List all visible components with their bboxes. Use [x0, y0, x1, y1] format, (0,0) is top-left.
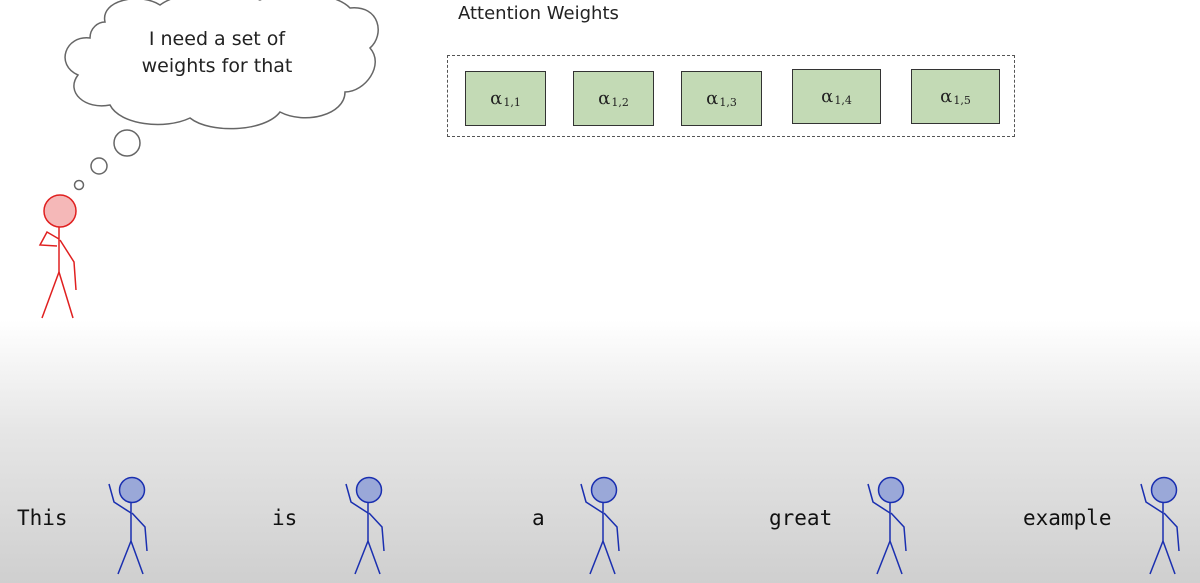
word-figure-head	[1150, 476, 1178, 504]
weight-symbol: α	[598, 88, 611, 109]
word-label-2: is	[272, 506, 298, 530]
word-label-1: This	[17, 506, 68, 530]
weight-symbol: α	[706, 88, 719, 109]
word-figures	[108, 476, 1180, 575]
thought-line-2: weights for that	[141, 55, 293, 77]
weight-subscript: 1,3	[719, 96, 737, 109]
word-figure-head	[877, 476, 905, 504]
weight-symbol: α	[940, 86, 953, 107]
thought-bubble-small	[73, 179, 85, 191]
weight-subscript: 1,2	[611, 96, 629, 109]
weight-subscript: 1,1	[503, 96, 521, 109]
weight-symbol: α	[821, 86, 834, 107]
thought-cloud	[64, 0, 379, 191]
word-figure-1	[108, 476, 148, 575]
thought-bubble-large	[113, 129, 141, 157]
thought-line-1: I need a set of	[148, 28, 286, 50]
word-figure-head	[590, 476, 618, 504]
word-label-5: example	[1023, 506, 1112, 530]
thought-bubble-medium	[90, 157, 108, 175]
word-figure-2	[345, 476, 385, 575]
thought-text: I need a set of weights for that	[118, 26, 316, 80]
word-figure-4	[867, 476, 907, 575]
word-figure-head	[355, 476, 383, 504]
weight-subscript: 1,5	[953, 94, 971, 107]
word-figure-3	[580, 476, 620, 575]
thinker-head	[43, 194, 77, 228]
word-figure-5	[1140, 476, 1180, 575]
word-figure-head	[118, 476, 146, 504]
attention-weights-title: Attention Weights	[458, 3, 619, 24]
weight-subscript: 1,4	[834, 94, 852, 107]
thinker-figure	[38, 194, 77, 319]
weight-symbol: α	[490, 88, 503, 109]
word-label-3: a	[532, 506, 545, 530]
word-label-4: great	[769, 506, 833, 530]
attention-weights-group	[447, 55, 1015, 137]
